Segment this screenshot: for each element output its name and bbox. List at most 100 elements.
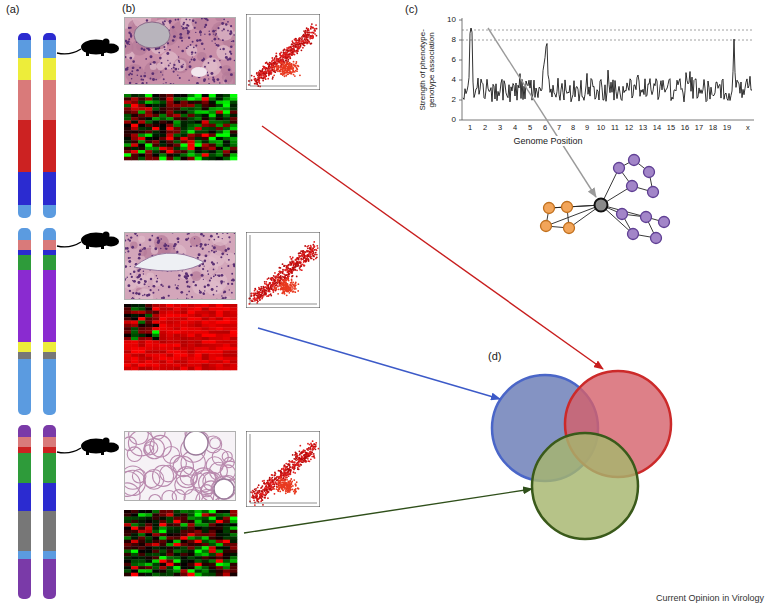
flow-event <box>291 63 293 65</box>
heatmap-cell <box>209 94 216 98</box>
flow-event <box>312 27 314 29</box>
mouse-ear <box>103 438 110 445</box>
nucleus <box>181 40 183 42</box>
nucleus <box>143 273 144 274</box>
nucleus <box>148 48 151 51</box>
nucleus <box>179 77 181 79</box>
nucleus <box>204 66 206 68</box>
heatmap-cell <box>131 104 138 108</box>
flow-event <box>280 71 282 73</box>
flow-event <box>289 55 291 57</box>
flow-event <box>290 53 292 55</box>
heatmap-cell <box>230 107 237 111</box>
heatmap-cell <box>230 147 237 151</box>
heatmap-cell <box>223 114 230 118</box>
heatmap-cell <box>202 107 209 111</box>
heatmap-cell <box>138 134 145 138</box>
nucleus <box>156 275 158 277</box>
heatmap-cell <box>223 94 230 98</box>
heatmap-cell <box>188 144 195 148</box>
nucleus <box>221 252 224 255</box>
heatmap-cell <box>131 124 138 128</box>
flow-event <box>289 67 291 69</box>
flow-event <box>291 51 293 53</box>
heatmap-cell <box>195 120 202 124</box>
heatmap-cell <box>195 157 202 161</box>
heatmap-cell <box>159 130 166 134</box>
flow-event <box>266 72 268 74</box>
nucleus <box>229 32 232 35</box>
nucleus <box>178 56 180 58</box>
nucleus <box>191 296 193 298</box>
flow-event <box>270 70 272 72</box>
nucleus <box>213 80 215 82</box>
nucleus <box>160 248 162 250</box>
flow-event <box>305 261 307 263</box>
heatmap-cell <box>209 97 216 101</box>
nucleus <box>191 51 193 53</box>
heatmap-cell <box>223 150 230 154</box>
flow-event <box>282 276 284 278</box>
heatmap-cell <box>202 117 209 121</box>
chromosome-segment <box>18 447 31 454</box>
heatmap-cell <box>216 130 223 134</box>
heatmap-cell <box>202 157 209 161</box>
nucleus <box>142 295 144 297</box>
flow-event <box>269 70 271 72</box>
nucleus <box>165 248 167 250</box>
nucleus <box>215 43 216 44</box>
nucleus <box>208 239 210 241</box>
nucleus <box>129 82 131 84</box>
flow-event <box>301 42 303 44</box>
nucleus <box>208 62 210 64</box>
flow-event <box>248 84 250 86</box>
nucleus <box>181 25 183 27</box>
nucleus <box>127 239 129 241</box>
nucleus <box>144 72 145 73</box>
nucleus <box>151 235 153 237</box>
heatmap-cell <box>145 134 152 138</box>
chromosome-segment <box>43 511 56 552</box>
heatmap-cell <box>230 130 237 134</box>
flow-event <box>268 75 270 77</box>
flow-event <box>302 264 304 266</box>
nucleus <box>211 55 213 57</box>
heatmap-cell <box>138 147 145 151</box>
heatmap-cell <box>209 130 216 134</box>
nucleus <box>226 254 228 256</box>
heatmap-cell <box>131 97 138 101</box>
flow-event <box>290 271 292 273</box>
flow-event <box>282 263 284 265</box>
flow-event <box>262 290 264 292</box>
heatmap-cell <box>202 140 209 144</box>
heatmap-cell <box>202 101 209 105</box>
nucleus <box>196 39 199 42</box>
chromosome-segment <box>43 437 56 448</box>
nucleus <box>228 68 231 71</box>
flow-event <box>304 33 306 35</box>
nucleus <box>191 54 192 55</box>
flow-event <box>301 269 303 271</box>
flow-event <box>293 61 295 63</box>
flow-event <box>267 287 269 289</box>
heatmap-cell <box>195 130 202 134</box>
mouse-foot <box>101 52 104 56</box>
tissue-patch <box>224 252 236 264</box>
heatmap-cell <box>188 101 195 105</box>
chromosome-segment <box>43 352 56 360</box>
nucleus <box>209 280 211 282</box>
nucleus <box>195 32 196 33</box>
heatmap-cell <box>173 97 180 101</box>
nucleus <box>165 67 167 69</box>
heatmap-cell <box>145 107 152 111</box>
heatmap-cell <box>181 117 188 121</box>
nucleus <box>155 79 157 81</box>
flow-event <box>285 75 287 77</box>
nucleus <box>219 60 221 62</box>
flow-event <box>277 67 279 69</box>
flow-event <box>304 38 306 40</box>
mouse-foot <box>101 451 104 455</box>
heatmap-cell <box>188 127 195 131</box>
flow-event <box>251 300 253 302</box>
nucleus <box>173 245 175 247</box>
